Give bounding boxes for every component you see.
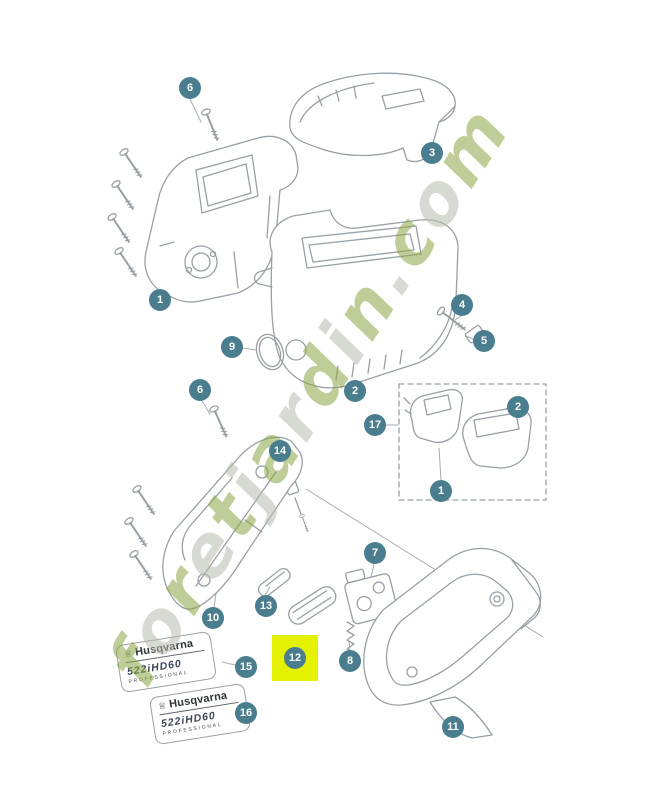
- callout-1-10[interactable]: 1: [430, 480, 452, 502]
- part-front-handle: [363, 547, 542, 739]
- part-filter: [288, 586, 337, 625]
- callout-5-4[interactable]: 5: [473, 330, 495, 352]
- callout-13-13[interactable]: 13: [255, 595, 277, 617]
- callout-7-12[interactable]: 7: [364, 542, 386, 564]
- callout-14-11[interactable]: 14: [269, 440, 291, 462]
- callout-16-18[interactable]: 16: [235, 702, 257, 724]
- callout-6-0[interactable]: 6: [179, 77, 201, 99]
- part-top-cover: [289, 72, 456, 163]
- callout-17-8[interactable]: 17: [364, 414, 386, 436]
- callout-8-16[interactable]: 8: [339, 650, 361, 672]
- inset-detail-box: [398, 383, 547, 501]
- part-spring: [346, 621, 355, 654]
- callout-2-9[interactable]: 2: [507, 396, 529, 418]
- callout-12-15[interactable]: 12: [284, 647, 306, 669]
- part-left-housing: [144, 135, 299, 303]
- callout-4-3[interactable]: 4: [451, 294, 473, 316]
- callout-6-7[interactable]: 6: [189, 379, 211, 401]
- callout-1-2[interactable]: 1: [149, 289, 171, 311]
- callout-15-17[interactable]: 15: [235, 656, 257, 678]
- part-lever: [257, 567, 291, 597]
- callout-9-5[interactable]: 9: [221, 336, 243, 358]
- part-main-housing: [253, 209, 459, 389]
- part-o-ring: [255, 333, 285, 371]
- callout-2-6[interactable]: 2: [344, 380, 366, 402]
- part-rear-handle: [162, 436, 303, 610]
- callout-10-14[interactable]: 10: [202, 607, 224, 629]
- callout-11-19[interactable]: 11: [442, 716, 464, 738]
- callout-3-1[interactable]: 3: [421, 142, 443, 164]
